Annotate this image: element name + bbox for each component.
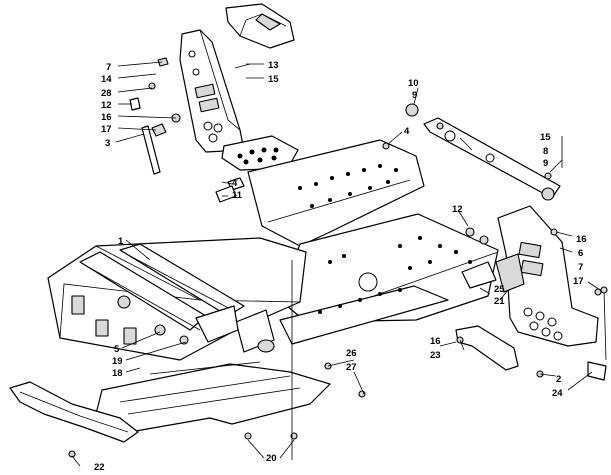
callout-7a: 7 — [106, 62, 111, 73]
callout-8: 8 — [543, 146, 548, 157]
callout-12b: 12 — [452, 204, 463, 215]
leader-lines — [71, 61, 601, 467]
callout-19: 19 — [112, 356, 123, 367]
callout-25: 25 — [494, 284, 505, 295]
callout-21: 21 — [494, 296, 505, 307]
callout-10: 10 — [408, 78, 419, 89]
callout-20: 20 — [266, 453, 277, 464]
callout-7b: 7 — [578, 262, 583, 273]
callout-17b: 17 — [573, 276, 584, 287]
callout-23: 23 — [430, 350, 441, 361]
callout-12a: 12 — [101, 100, 112, 111]
main-chassis-frame — [47, 139, 499, 361]
callout-11: 11 — [232, 190, 243, 201]
callout-24: 24 — [552, 388, 563, 399]
callout-4a: 4 — [404, 126, 410, 137]
callout-22: 22 — [94, 462, 105, 473]
callout-15a: 15 — [268, 74, 279, 85]
support-rod — [141, 125, 161, 175]
callout-9b: 9 — [543, 158, 548, 169]
callout-5: 5 — [114, 344, 120, 355]
callout-16a: 16 — [101, 112, 112, 123]
callout-3: 3 — [105, 138, 110, 149]
callout-6: 6 — [578, 248, 583, 259]
callout-9a: 9 — [412, 90, 417, 101]
callout-2: 2 — [556, 374, 561, 385]
callout-4b: 4 — [232, 178, 238, 189]
callout-26: 26 — [346, 348, 357, 359]
callout-28: 28 — [101, 88, 112, 99]
skid-plate — [9, 381, 139, 443]
callout-15b: 15 — [540, 132, 551, 143]
bracket-fasteners — [129, 57, 251, 203]
lower-bracket-plate — [455, 286, 608, 381]
callout-16c: 16 — [430, 336, 441, 347]
callout-27: 27 — [346, 362, 357, 373]
callout-14: 14 — [101, 74, 112, 85]
right-steering-bracket — [461, 205, 599, 347]
callout-13: 13 — [268, 60, 279, 71]
callout-16b: 16 — [576, 234, 587, 245]
callout-1: 1 — [118, 236, 124, 247]
belly-pan — [95, 361, 331, 433]
callout-labels: 7 14 28 12 16 17 3 13 15 10 9 4 15 8 9 4… — [94, 60, 587, 473]
callout-18: 18 — [112, 368, 123, 379]
callout-17a: 17 — [101, 124, 112, 135]
steering-support-bracket — [179, 3, 299, 171]
steering-crossbar — [405, 103, 561, 201]
